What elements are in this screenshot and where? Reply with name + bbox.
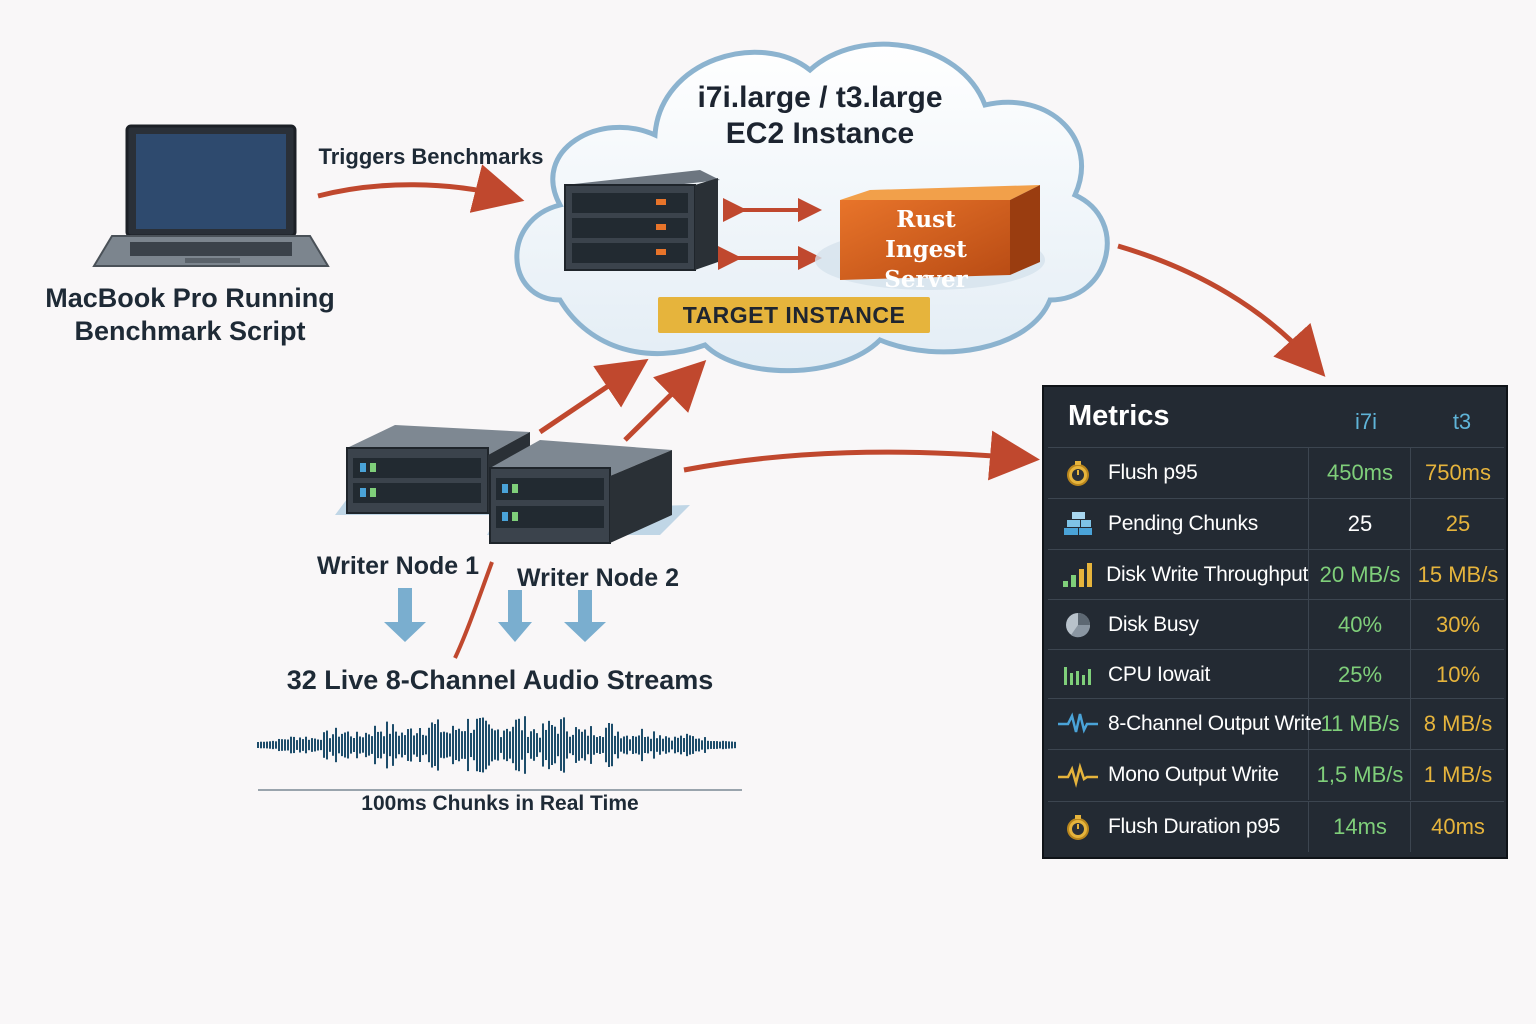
stacked-blocks-icon bbox=[1058, 504, 1098, 544]
metrics-title: Metrics bbox=[1068, 400, 1170, 432]
metric-name: Mono Output Write bbox=[1108, 763, 1279, 786]
metric-name-cell: Disk Write Throughput bbox=[1048, 550, 1309, 600]
laptop-label-line1: MacBook Pro Running bbox=[45, 283, 335, 313]
metric-value-t3: 10% bbox=[1435, 662, 1481, 687]
stopwatch-icon bbox=[1058, 453, 1098, 493]
metric-value-i7i: 20 MB/s bbox=[1310, 550, 1411, 600]
server-rack-icon bbox=[564, 170, 720, 271]
metric-name: CPU Iowait bbox=[1108, 663, 1211, 686]
stream-red-line bbox=[453, 561, 494, 659]
macbook-laptop-icon bbox=[92, 124, 330, 267]
rust-ingest-server-icon bbox=[815, 185, 1045, 290]
metric-name-cell: CPU Iowait bbox=[1048, 650, 1309, 700]
metrics-row: Flush Duration p95 14ms 40ms bbox=[1048, 801, 1504, 852]
metric-value-i7i: 40% bbox=[1310, 600, 1411, 650]
writer1-to-cloud-arrow bbox=[538, 358, 649, 435]
rust-server-line2: Ingest Server bbox=[884, 236, 968, 293]
cloud-title-line1: i7i.large / t3.large bbox=[697, 81, 943, 114]
metric-value-t3: 1 MB/s bbox=[1423, 762, 1493, 787]
metrics-row: Mono Output Write 1,5 MB/s 1 MB/s bbox=[1048, 749, 1504, 800]
waveform-icon bbox=[1058, 704, 1098, 744]
triggers-label: Triggers Benchmarks bbox=[318, 144, 544, 169]
bidirectional-arrows bbox=[718, 198, 822, 270]
laptop-label-line2: Benchmark Script bbox=[74, 316, 306, 346]
metric-value-t3: 750ms bbox=[1424, 460, 1492, 485]
cloud-title: i7i.large / t3.large EC2 Instance bbox=[640, 80, 1000, 152]
metric-value-t3: 30% bbox=[1435, 612, 1481, 637]
metric-value-i7i: 14ms bbox=[1310, 802, 1411, 852]
metrics-header: Metrics i7i t3 bbox=[1044, 387, 1506, 447]
column-header-t3: t3 bbox=[1452, 409, 1472, 434]
triggers-arrow bbox=[317, 164, 525, 213]
metric-value-t3: 25 bbox=[1445, 511, 1471, 536]
bar-chart-icon bbox=[1058, 555, 1096, 595]
metric-name: Pending Chunks bbox=[1108, 512, 1258, 535]
column-header-i7i: i7i bbox=[1354, 409, 1377, 434]
writer-node-2-icon bbox=[487, 440, 690, 544]
pie-chart-icon bbox=[1058, 605, 1098, 645]
writer2-to-cloud-arrow bbox=[623, 359, 707, 442]
cloud-to-metrics-arrow bbox=[1117, 243, 1326, 377]
metric-value-i7i: 25% bbox=[1310, 650, 1411, 700]
metrics-row: Disk Busy 40% 30% bbox=[1048, 599, 1504, 650]
metric-value-i7i: 1,5 MB/s bbox=[1310, 750, 1411, 800]
rust-server-line1: Rust bbox=[896, 206, 956, 233]
metric-name-cell: Pending Chunks bbox=[1048, 499, 1309, 549]
chunks-label: 100ms Chunks in Real Time bbox=[361, 792, 639, 815]
stream-down-arrows bbox=[384, 588, 606, 642]
mono-waveform-icon bbox=[1058, 755, 1098, 795]
metric-name-cell: Flush Duration p95 bbox=[1048, 802, 1309, 852]
metric-value-i7i: 450ms bbox=[1310, 448, 1411, 498]
metric-name: Disk Write Throughput bbox=[1106, 563, 1308, 586]
metric-name-cell: Flush p95 bbox=[1048, 448, 1309, 498]
metrics-row: Pending Chunks 25 25 bbox=[1048, 498, 1504, 549]
cloud-title-line2: EC2 Instance bbox=[725, 117, 915, 150]
writers-to-metrics-arrow bbox=[683, 430, 1040, 481]
metric-name-cell: 8-Channel Output Write bbox=[1048, 699, 1322, 749]
metric-name-cell: Mono Output Write bbox=[1048, 750, 1309, 800]
metric-value-i7i: 25 bbox=[1310, 499, 1411, 549]
rust-server-label: Rust Ingest Server bbox=[846, 205, 1006, 295]
metric-name: Flush Duration p95 bbox=[1108, 815, 1281, 838]
laptop-label: MacBook Pro Running Benchmark Script bbox=[40, 282, 340, 348]
metric-value-i7i: 11 MB/s bbox=[1310, 699, 1411, 749]
metrics-row: CPU Iowait 25% 10% bbox=[1048, 649, 1504, 700]
audio-waveform bbox=[257, 716, 736, 774]
stopwatch-icon bbox=[1058, 807, 1098, 847]
writer-node-1-label: Writer Node 1 bbox=[316, 552, 480, 580]
metric-name: 8-Channel Output Write bbox=[1108, 712, 1322, 735]
audio-streams-label: 32 Live 8-Channel Audio Streams bbox=[286, 665, 714, 695]
metric-value-t3: 15 MB/s bbox=[1417, 562, 1499, 587]
metric-value-t3: 40ms bbox=[1431, 814, 1485, 839]
metric-name: Flush p95 bbox=[1108, 461, 1198, 484]
metric-name: Disk Busy bbox=[1108, 613, 1199, 636]
writer-node-2-label: Writer Node 2 bbox=[516, 564, 680, 592]
metrics-row: Flush p95 450ms 750ms bbox=[1048, 447, 1504, 498]
target-instance-badge: TARGET INSTANCE bbox=[658, 297, 930, 333]
metric-value-t3: 8 MB/s bbox=[1423, 711, 1493, 736]
cpu-bars-icon bbox=[1058, 655, 1098, 695]
metric-name-cell: Disk Busy bbox=[1048, 600, 1309, 650]
